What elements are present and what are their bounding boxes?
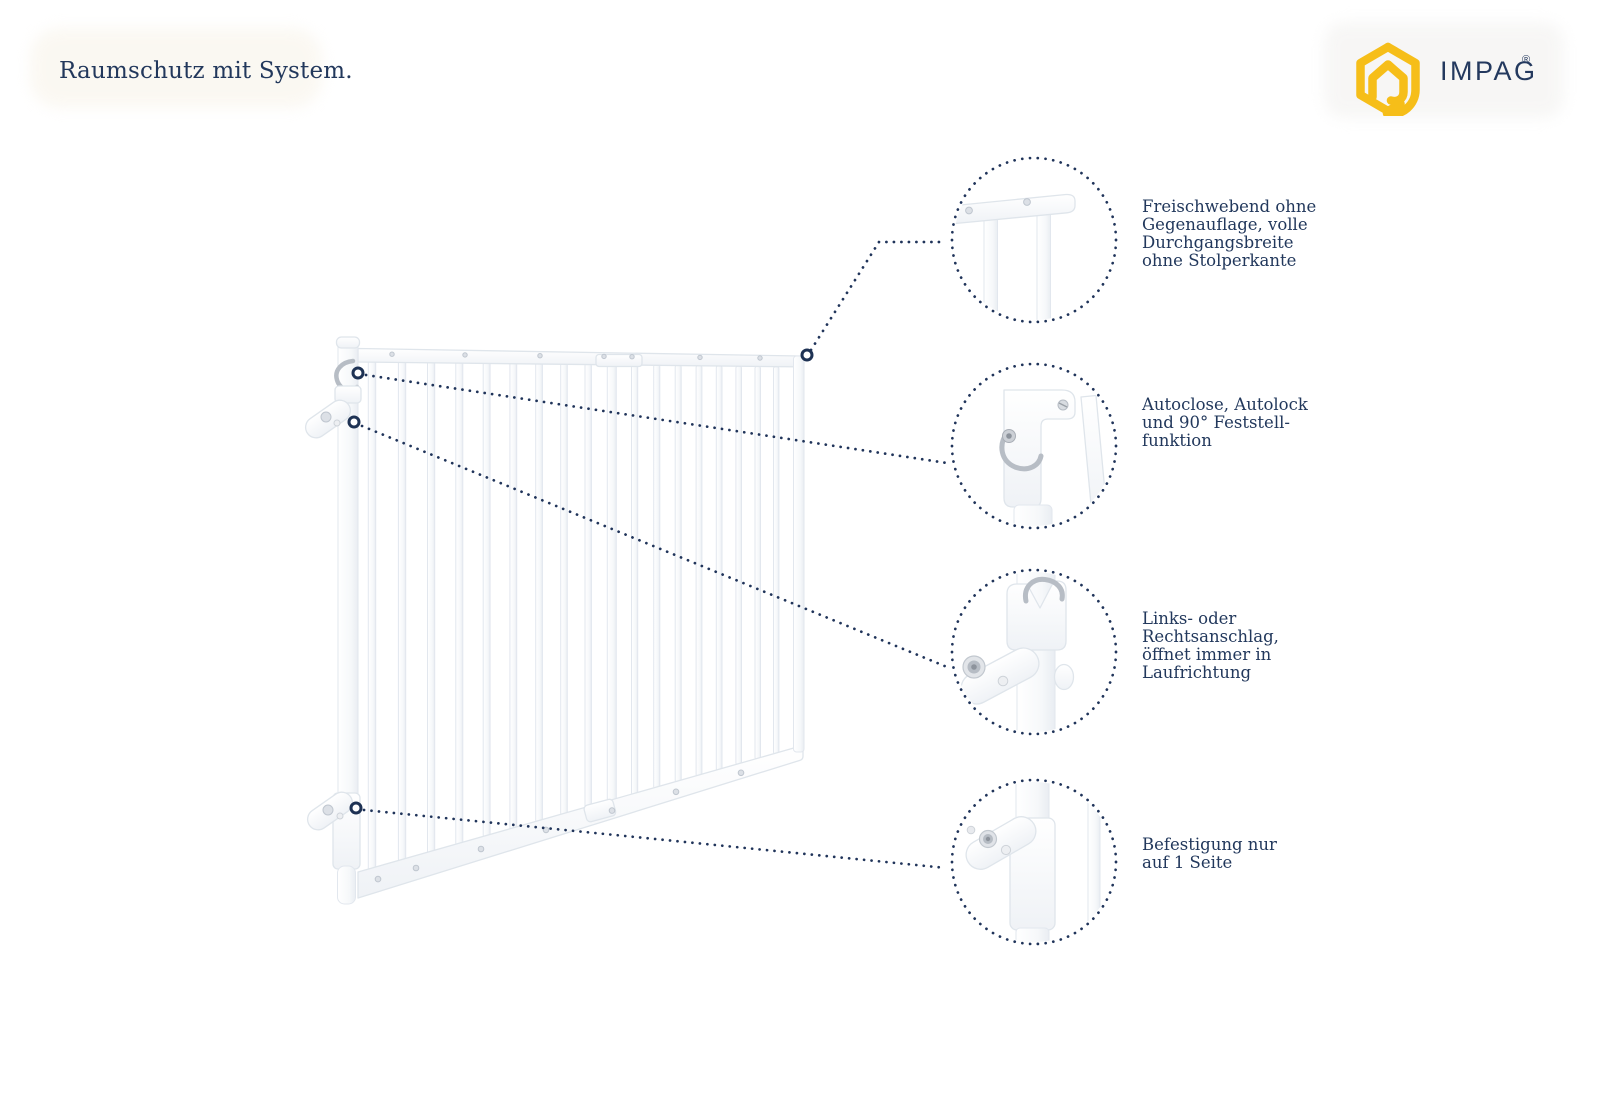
rail-screw [672, 788, 680, 796]
connector-line-befestigung [362, 808, 948, 870]
callout-text-freischwebend: Freischwebend ohne Gegenauflage, volle D… [1142, 197, 1317, 271]
gate-bars [367, 359, 780, 871]
gate-bar [509, 362, 518, 830]
gate-bar [427, 360, 436, 854]
anchor-marker-upper-bracket [347, 415, 361, 429]
gate-bar [482, 361, 491, 838]
rail-screw [601, 353, 607, 360]
gate-bar [560, 362, 568, 816]
rail-screw [757, 355, 763, 361]
upper-bracket-screw [320, 411, 332, 423]
rail-screw [537, 353, 543, 359]
connector-line-autoclose [364, 373, 949, 465]
rail-screw [477, 845, 485, 853]
post-bottom-tube [337, 865, 356, 905]
detail-freischwebend [954, 193, 1076, 320]
gate-bar [631, 363, 639, 796]
gate-bar [455, 361, 464, 846]
detail-anschlag [960, 572, 1075, 732]
gate-bar [695, 365, 703, 777]
gate-bar [535, 362, 543, 823]
gate-top-rail [357, 347, 805, 368]
gate-end-post [793, 355, 805, 753]
anchor-marker-lower-bracket [349, 801, 363, 815]
gate-bar [773, 366, 780, 755]
connector-line-anschlag [360, 424, 949, 669]
callout-text-anschlag: Links- oder Rechtsanschlag, öffnet immer… [1142, 609, 1279, 683]
callout-text-autoclose: Autoclose, Autolock und 90° Feststell- f… [1142, 395, 1308, 451]
gate-post-cap [335, 336, 361, 349]
gate-bar [674, 364, 682, 783]
impag-logo-icon [1356, 42, 1420, 119]
rail-screw [737, 769, 745, 777]
rail-screw [389, 351, 395, 357]
gate-bar [397, 360, 407, 862]
bottom-rail-screws [374, 769, 745, 883]
gate-bar [367, 359, 377, 871]
rail-screw [542, 826, 550, 834]
gate-bar [754, 365, 761, 760]
connector-line-freischwebend [809, 240, 948, 352]
lower-bracket-screw [322, 804, 334, 816]
impag-logo: IMPAG ® [1348, 40, 1558, 119]
gate-bottom-joint [583, 798, 617, 823]
anchor-marker-top-rail [800, 348, 814, 362]
impag-logo-text: IMPAG [1440, 56, 1538, 86]
callout-text-befestigung: Befestigung nur auf 1 Seite [1142, 835, 1277, 873]
gate-bar [715, 365, 723, 771]
gate-bar [584, 363, 592, 809]
upper-bracket-hole [333, 419, 341, 427]
callout-circle-freischwebend [950, 156, 1118, 324]
rail-screw [462, 352, 468, 358]
detail-befestigung [965, 782, 1101, 942]
gate-bottom-rail [357, 745, 804, 899]
page-title: Raumschutz mit System. [59, 58, 353, 84]
rail-screw [374, 875, 382, 883]
registered-mark: ® [1522, 54, 1531, 66]
gate-illustration [304, 336, 805, 905]
gate-bar [606, 363, 617, 802]
post-collar [334, 385, 362, 404]
rail-screw [412, 864, 420, 872]
lower-bracket-hole [336, 812, 344, 820]
gate-bar [735, 365, 743, 766]
top-rail-screws [389, 351, 763, 361]
anchor-marker-latch [351, 366, 365, 380]
rail-screw [697, 354, 703, 361]
rail-screw [608, 807, 616, 814]
rail-screw [629, 354, 635, 360]
gate-bar [653, 364, 661, 789]
